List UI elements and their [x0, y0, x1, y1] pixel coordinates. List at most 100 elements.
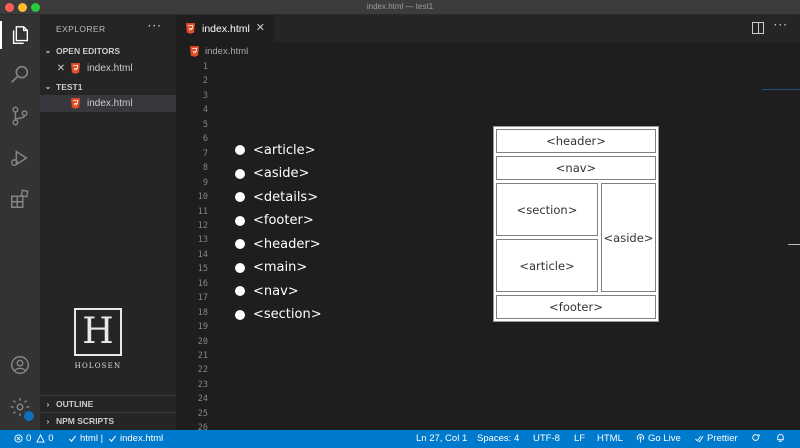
file-check-label: index.html	[120, 433, 164, 444]
settings-gear-icon[interactable]	[8, 395, 35, 422]
html-check-item[interactable]: html |	[68, 433, 103, 444]
line-number: 7	[202, 148, 208, 159]
explorer-more-icon[interactable]: ···	[147, 19, 162, 33]
breadcrumb-file[interactable]: index.html	[205, 45, 249, 57]
tab-index-html[interactable]: index.html ✕	[176, 15, 274, 42]
warning-icon	[36, 434, 46, 443]
account-icon[interactable]	[8, 353, 32, 377]
outline-label: OUTLINE	[56, 399, 94, 409]
html-file-icon	[71, 63, 80, 74]
diagram-header: <header>	[496, 129, 656, 153]
explorer-title: EXPLORER	[56, 24, 106, 34]
line-number: 19	[197, 322, 208, 333]
line-number: 1	[202, 62, 208, 72]
search-icon[interactable]	[8, 62, 32, 86]
run-debug-icon[interactable]	[8, 146, 32, 170]
close-icon[interactable]: ✕	[56, 63, 66, 74]
line-number: 8	[202, 163, 208, 174]
workspace-file-item[interactable]: index.html	[40, 95, 176, 112]
line-number: 22	[197, 365, 208, 376]
chevron-right-icon: ›	[46, 416, 50, 426]
diagram-nav: <nav>	[496, 156, 656, 180]
workspace-section[interactable]: ⌄ TEST1	[40, 78, 176, 95]
split-editor-icon[interactable]	[752, 22, 764, 34]
line-number: 15	[197, 264, 208, 275]
prettier-label: Prettier	[707, 433, 738, 444]
extensions-icon[interactable]	[8, 187, 32, 211]
tag-name: <aside>	[253, 166, 310, 181]
list-item: <section>	[235, 305, 355, 325]
problems-indicator[interactable]: 0 0	[14, 433, 54, 444]
logo-letter: H	[82, 311, 114, 352]
holosen-logo: H HOLOSEN	[72, 308, 124, 372]
indentation[interactable]: Spaces: 4	[477, 433, 520, 444]
html-file-icon	[186, 23, 195, 34]
line-number: 5	[202, 119, 208, 130]
workspace-label: TEST1	[56, 81, 83, 92]
tag-name: <main>	[253, 260, 308, 275]
go-live-button[interactable]: Go Live	[636, 433, 681, 444]
tag-name: <article>	[253, 142, 316, 158]
line-number: 20	[197, 336, 208, 347]
explorer-icon[interactable]	[8, 23, 32, 47]
file-check-item[interactable]: index.html	[108, 433, 163, 444]
editor-more-icon[interactable]: ···	[773, 18, 788, 32]
line-number: 3	[202, 90, 208, 101]
warning-count: 0	[48, 433, 54, 444]
bullet-icon	[235, 168, 245, 179]
line-number: 14	[197, 249, 208, 260]
line-ending[interactable]: LF	[574, 433, 586, 444]
error-icon	[14, 434, 23, 443]
diagram-footer: <footer>	[496, 295, 656, 319]
feedback-icon[interactable]	[752, 433, 764, 442]
activity-bar	[0, 15, 40, 430]
diagram-aside: <aside>	[601, 183, 656, 292]
error-count: 0	[26, 433, 32, 444]
tag-name: <details>	[253, 189, 319, 205]
explorer-sidebar: EXPLORER ··· ⌄ OPEN EDITORS ✕ index.html…	[40, 15, 176, 430]
outline-section[interactable]: › OUTLINE	[40, 395, 176, 412]
prettier-item[interactable]: Prettier	[695, 433, 738, 444]
line-number: 23	[197, 379, 208, 390]
tag-name: <section>	[253, 307, 322, 322]
list-item: <footer>	[235, 211, 355, 231]
bullet-icon	[235, 215, 245, 226]
cursor-position[interactable]: Ln 27, Col 1	[416, 433, 468, 444]
open-editor-item[interactable]: ✕ index.html	[40, 60, 176, 77]
line-number: 4	[202, 105, 208, 116]
tab-close-icon[interactable]: ✕	[255, 22, 265, 34]
chevron-right-icon: ›	[46, 399, 50, 409]
language-mode[interactable]: HTML	[597, 433, 623, 444]
bullet-icon	[235, 239, 245, 249]
title-bar: index.html — test1	[0, 0, 800, 15]
list-item: <article>	[235, 140, 355, 160]
encoding[interactable]: UTF-8	[533, 433, 560, 444]
tab-bar: index.html ✕ ···	[176, 15, 800, 42]
open-editors-section[interactable]: ⌄ OPEN EDITORS	[40, 42, 176, 59]
minimize-window-button[interactable]	[18, 3, 27, 12]
npm-scripts-label: NPM SCRIPTS	[56, 416, 115, 426]
bullet-icon	[235, 145, 245, 155]
notifications-bell-icon[interactable]	[776, 433, 788, 442]
line-number: 2	[202, 76, 208, 87]
broadcast-icon	[636, 434, 645, 443]
bullet-icon	[235, 192, 245, 202]
chevron-down-icon: ⌄	[44, 46, 52, 55]
list-item: <nav>	[235, 281, 355, 301]
npm-scripts-section[interactable]: › NPM SCRIPTS	[40, 412, 176, 429]
close-window-button[interactable]	[5, 3, 14, 12]
list-item: <header>	[235, 234, 355, 254]
line-number: 17	[197, 293, 208, 304]
update-clock-icon	[23, 410, 35, 422]
list-item: <aside>	[235, 164, 355, 184]
line-number: 9	[202, 177, 208, 188]
html-check-label: html |	[80, 433, 104, 444]
maximize-window-button[interactable]	[31, 3, 40, 12]
scrollbar-marker[interactable]	[788, 244, 800, 245]
breadcrumb: index.html	[176, 42, 800, 60]
source-control-icon[interactable]	[8, 104, 32, 128]
bullet-icon	[235, 262, 245, 273]
chevron-down-icon: ⌄	[44, 82, 52, 91]
status-bar: 0 0 html | index.html Ln 27, Col 1 Space…	[0, 430, 800, 448]
